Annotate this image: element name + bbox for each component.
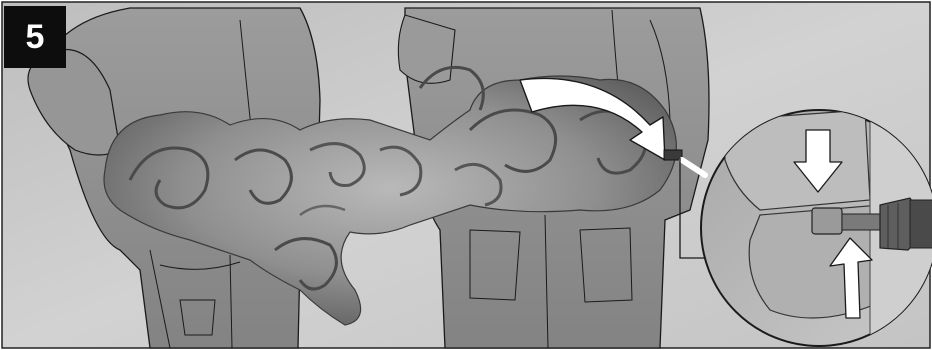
step-number-badge: 5 [4, 6, 66, 68]
step-number: 5 [4, 6, 66, 68]
